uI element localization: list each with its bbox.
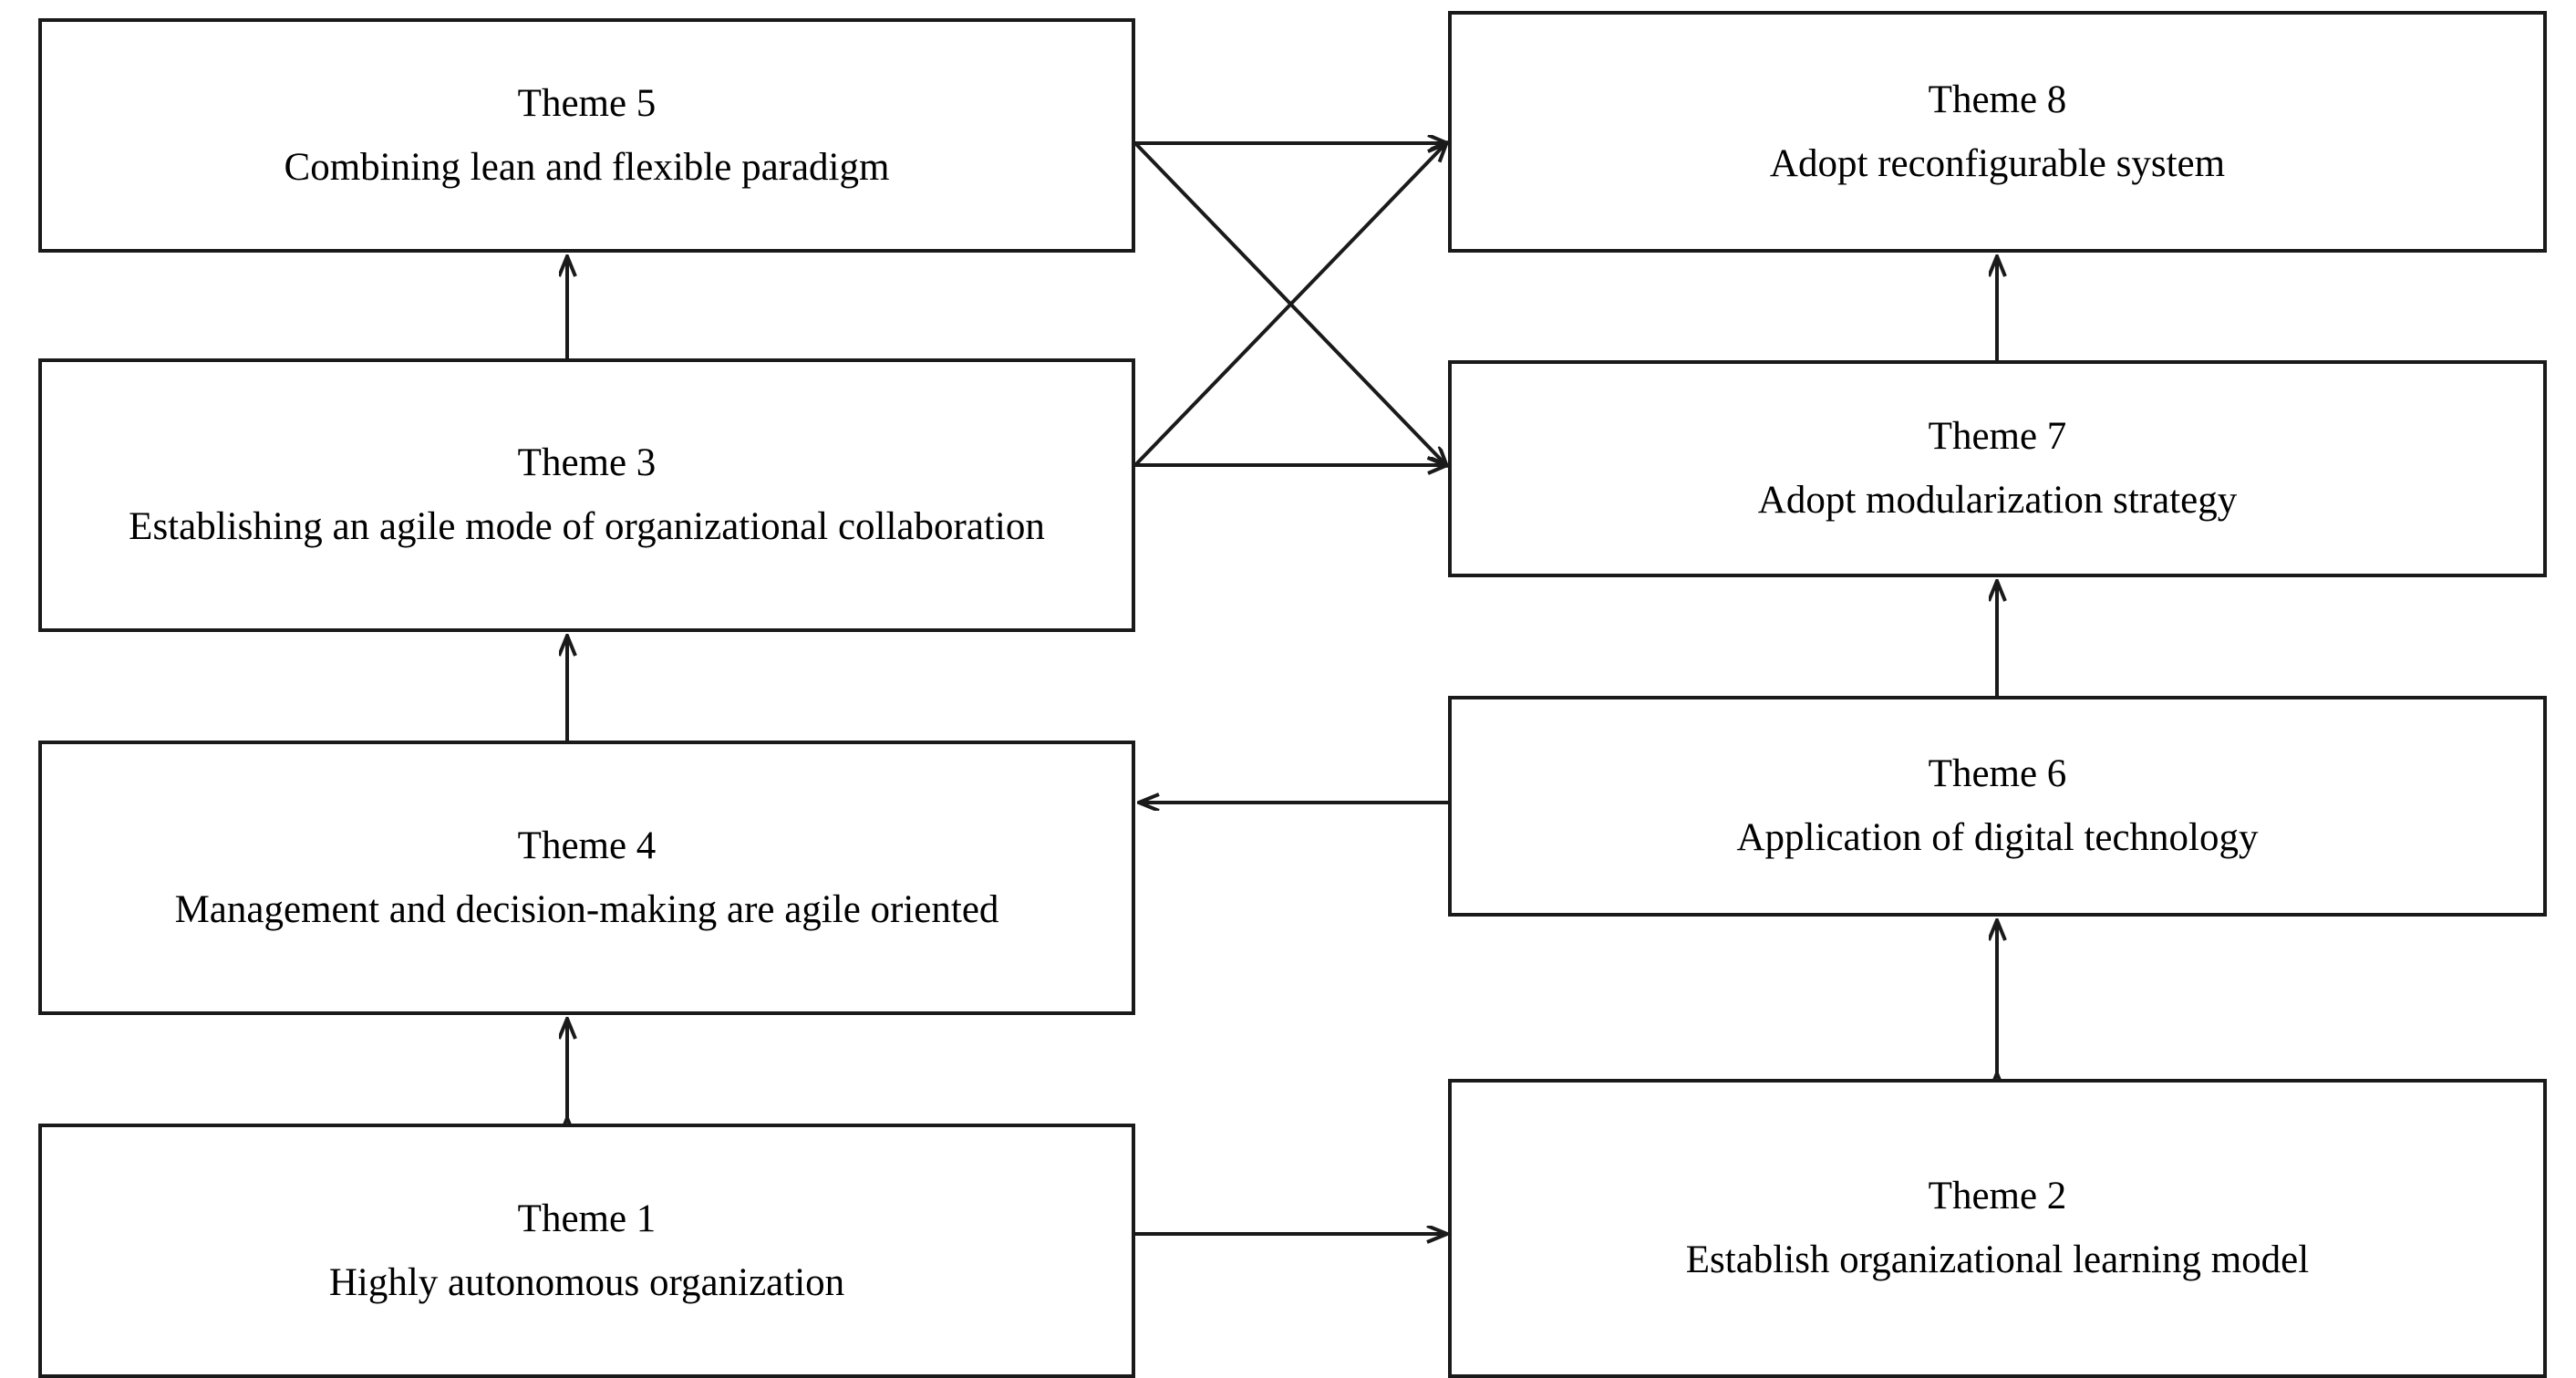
node-theme1[interactable]: Theme 1 Highly autonomous organization [38,1124,1135,1378]
node-theme2-description: Establish organizational learning model [1685,1238,2310,1281]
node-theme4-description: Management and decision-making are agile… [174,887,999,931]
node-theme8-title: Theme 8 [1928,78,2067,121]
node-theme4[interactable]: Theme 4 Management and decision-making a… [38,741,1135,1015]
node-theme6-description: Application of digital technology [1736,816,2259,859]
node-theme4-title: Theme 4 [517,824,657,867]
node-theme8-description: Adopt reconfigurable system [1769,141,2226,185]
edge-theme3-to-theme8 [1133,143,1446,467]
node-theme1-title: Theme 1 [517,1197,657,1240]
node-theme1-description: Highly autonomous organization [328,1260,845,1304]
node-theme2-title: Theme 2 [1928,1175,2067,1218]
node-theme3-description: Establishing an agile mode of organizati… [129,505,1045,548]
node-theme6-title: Theme 6 [1928,752,2067,796]
node-theme5[interactable]: Theme 5 Combining lean and flexible para… [38,18,1135,253]
edge-theme5-to-theme7 [1133,141,1446,465]
node-theme7-title: Theme 7 [1928,415,2067,459]
node-theme6[interactable]: Theme 6 Application of digital technolog… [1448,696,2547,917]
node-theme5-title: Theme 5 [517,81,657,125]
node-theme8[interactable]: Theme 8 Adopt reconfigurable system [1448,11,2547,253]
node-theme2[interactable]: Theme 2 Establish organizational learnin… [1448,1079,2547,1378]
node-theme5-description: Combining lean and flexible paradigm [284,145,890,189]
node-theme3-title: Theme 3 [517,441,657,485]
node-theme3[interactable]: Theme 3 Establishing an agile mode of or… [38,358,1135,632]
node-theme7-description: Adopt modularization strategy [1757,479,2238,522]
node-theme7[interactable]: Theme 7 Adopt modularization strategy [1448,360,2547,577]
